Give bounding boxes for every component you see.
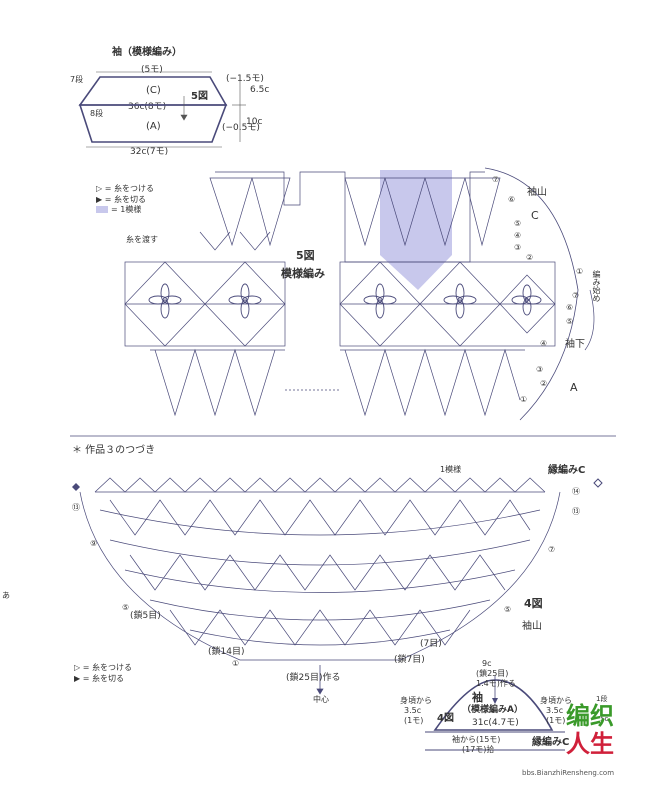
- bottom-zigzag: [150, 348, 525, 417]
- left-c: 3.5c: [404, 706, 422, 715]
- legend-cut: ▶ = 糸を切る: [96, 195, 146, 204]
- margin-mark: あ: [2, 591, 10, 600]
- side-c: 5c: [600, 715, 609, 723]
- figure5-number: 5図: [296, 249, 315, 262]
- center-label: 中心: [313, 695, 329, 704]
- figure4-sleeve-cap: 袖山: [522, 621, 542, 632]
- row-number: ②: [526, 253, 534, 262]
- label-a-fig5: A: [570, 381, 578, 394]
- side-rows: 1段: [596, 695, 608, 703]
- bottom-title: 袖: [472, 691, 483, 704]
- figure4-chart: [79, 477, 561, 695]
- row-number: ⑥: [566, 303, 574, 312]
- row-number: ①: [520, 395, 528, 404]
- diamond-marker-left: [72, 483, 80, 491]
- sleeve-schematic-shape: [78, 76, 228, 143]
- chain7-label: (鎖7目): [394, 655, 425, 665]
- figure5-pattern-name: 模様編み: [281, 267, 325, 280]
- row-number: ③: [514, 243, 522, 252]
- row-number: ⑦: [572, 291, 580, 300]
- dimension-lines: [86, 71, 246, 148]
- top-width: (5モ): [141, 65, 163, 75]
- height-a: 10c: [246, 117, 263, 127]
- row-number: ⑤: [566, 317, 574, 326]
- row-number: ①: [232, 659, 240, 668]
- top-mo: 1.4モ)作る: [476, 679, 516, 688]
- middle-width: 36c(8モ): [128, 102, 167, 112]
- watermark-url: bbs.BianzhiRensheng.com: [522, 769, 615, 777]
- top-fan-row: [94, 477, 546, 493]
- zigzag-rows: [109, 499, 531, 646]
- top-fans-left: [199, 177, 291, 251]
- left-top-rows: 7段: [70, 75, 84, 84]
- row-number: ③: [536, 365, 544, 374]
- chain7-right-label: (7目): [420, 639, 442, 649]
- edging-c-label: 縁編みC: [548, 465, 586, 476]
- bottom-subtitle: （模様編みA）: [462, 705, 523, 715]
- sleeve-title: 袖（模様編み）: [112, 47, 182, 58]
- bottom-width: 31c(4.7モ): [472, 718, 519, 728]
- chain14-label: (鎖14目): [208, 647, 245, 657]
- sleeve-bottom-label: 袖下: [565, 339, 585, 350]
- row-number: ⑤: [504, 605, 512, 614]
- chain25-label: (鎖25目)作る: [286, 673, 341, 683]
- bottom-figure-no: 4図: [437, 713, 454, 724]
- top-stitches: (鎖25目): [476, 669, 509, 678]
- right-mo: (1モ): [546, 716, 566, 725]
- row-number: ⑨: [90, 539, 98, 548]
- bottom-edging: 縁編みC: [532, 737, 570, 748]
- legend-swatch: [96, 206, 108, 213]
- top-fans-right: [344, 177, 501, 247]
- diamond-marker-right: [593, 478, 603, 488]
- start-note: 編み始め: [592, 270, 601, 302]
- row-number: ⑭: [572, 487, 580, 496]
- row-number: ②: [540, 379, 548, 388]
- left-mo: (1モ): [404, 716, 424, 725]
- right-c: 3.5c: [546, 706, 564, 715]
- chain5-label: (鎖5目): [130, 611, 161, 621]
- row-number: ⑤: [122, 603, 130, 612]
- figure4-number: 4図: [524, 597, 543, 610]
- figure5-chart: [124, 167, 595, 421]
- legend-attach: ▷ = 糸をつける: [74, 663, 132, 672]
- label-a: (A): [146, 121, 161, 132]
- row-number: ④: [540, 339, 548, 348]
- row-number: ⑦: [548, 545, 556, 554]
- top-c: 9c: [482, 659, 492, 668]
- legend-one-pattern: = 1模様: [111, 205, 142, 214]
- right-from: 身頃から: [540, 696, 572, 705]
- watermark-line2: 人生: [566, 730, 614, 758]
- section2-title: ＊ 作品３のつづき: [72, 445, 156, 456]
- inner-arc-rows: [99, 509, 541, 646]
- watermark-line1: 编织: [566, 702, 614, 730]
- row-number: ⑬: [72, 503, 80, 512]
- row-number: ⑤: [514, 219, 522, 228]
- row-number: ①: [576, 267, 584, 276]
- left-bottom-rows: 8段: [90, 109, 104, 118]
- bottom-pick: (17モ)拾: [462, 745, 495, 754]
- legend-cut: ▶ = 糸を切る: [74, 674, 124, 683]
- pass-yarn: 糸を渡す: [126, 235, 158, 244]
- row-number: ⑦: [492, 175, 500, 184]
- legend-attach: ▷ = 糸をつける: [96, 184, 154, 193]
- row-number: ⑥: [508, 195, 516, 204]
- flower-motifs: [148, 283, 542, 319]
- height-c: 6.5c: [250, 85, 270, 95]
- bottom-width: 32c(7モ): [130, 147, 169, 157]
- row-number: ⑬: [572, 507, 580, 516]
- label-c-fig5: C: [531, 209, 539, 222]
- top-right-dec: (−1.5モ): [226, 74, 264, 84]
- bottom-right-dec: (−0.5モ): [222, 123, 260, 133]
- pattern-repeat-highlight: [380, 170, 452, 290]
- diamond-band: [124, 261, 556, 347]
- label-c: (C): [146, 85, 161, 96]
- left-from: 身頃から: [400, 696, 432, 705]
- one-pattern-label: 1模様: [440, 465, 462, 474]
- row-number: ④: [514, 231, 522, 240]
- bottom-from: 袖から(15モ): [452, 735, 501, 744]
- sleeve-cap-label: 袖山: [527, 187, 547, 198]
- bottom-schematic-shape: [425, 676, 565, 751]
- figure-ref: 5図: [191, 91, 208, 102]
